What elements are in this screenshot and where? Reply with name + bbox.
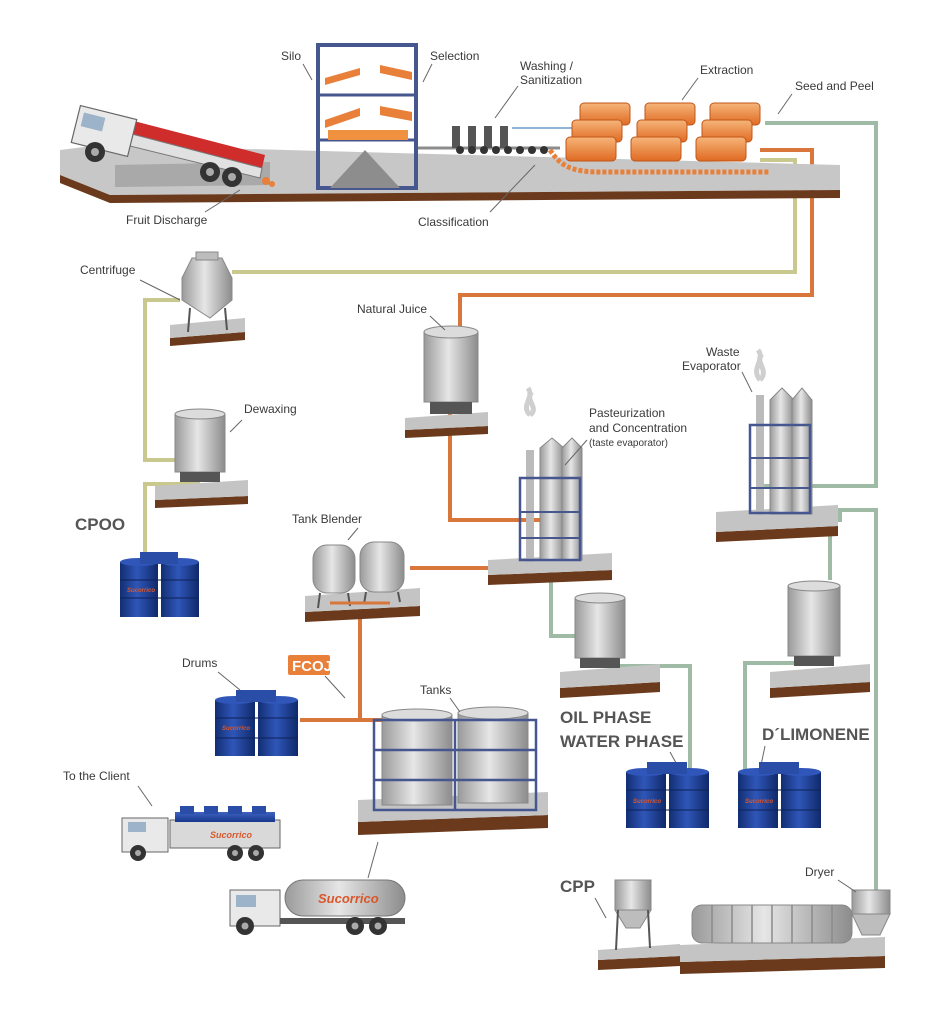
- client-truck-brand: Sucorrico: [210, 830, 253, 840]
- label-waste-1: Waste: [706, 345, 740, 359]
- label-extraction: Extraction: [700, 63, 753, 77]
- cpp-hopper-icon: [598, 879, 680, 970]
- washing-icon: [452, 126, 548, 154]
- label-silo: Silo: [281, 49, 301, 63]
- fcoj-drum-brand: Sucorrico: [222, 726, 250, 732]
- label-tanks: Tanks: [420, 683, 451, 697]
- top-labels: Silo Selection Washing / Sanitization Ex…: [126, 49, 874, 229]
- oil-drums-icon: Sucorrico: [626, 762, 709, 828]
- dlimonene-tank-icon: [770, 580, 870, 698]
- label-washing-1: Washing /: [520, 59, 574, 73]
- waste-evaporator-icon: [716, 348, 838, 542]
- juice-pipe: [300, 148, 814, 722]
- natural-juice-tank-icon: [405, 325, 488, 438]
- discharge-truck-icon: [70, 104, 275, 187]
- oil-drum-brand: Sucorrico: [633, 799, 661, 805]
- reception-area: [60, 43, 840, 203]
- silo-icon: [316, 43, 418, 190]
- fcoj-drums-icon: Sucorrico: [215, 690, 298, 756]
- label-centrifuge: Centrifuge: [80, 263, 136, 277]
- label-fruit-discharge: Fruit Discharge: [126, 213, 208, 227]
- tank-blender-icon: [305, 541, 420, 622]
- label-drums: Drums: [182, 656, 217, 670]
- dlimonene-drums-icon: Sucorrico: [738, 762, 821, 828]
- centrifuge-icon: [170, 251, 245, 346]
- label-natural-juice: Natural Juice: [357, 302, 427, 316]
- storage-tanks-icon: [358, 706, 548, 835]
- label-water-phase: WATER PHASE: [560, 732, 683, 751]
- label-oil-phase: OIL PHASE: [560, 708, 651, 727]
- dryer-icon: [680, 889, 891, 974]
- fcoj-badge: FCOJ: [288, 655, 332, 675]
- classification-chain: [547, 148, 770, 175]
- label-classification: Classification: [418, 215, 489, 229]
- cpoo-drums-icon: Sucorrico: [120, 552, 199, 617]
- extractor-icon: [565, 102, 761, 162]
- label-dewaxing: Dewaxing: [244, 402, 297, 416]
- label-waste-2: Evaporator: [682, 359, 741, 373]
- label-dlimonene: D´LIMONENE: [762, 725, 870, 744]
- dewaxing-tank-icon: [155, 408, 248, 508]
- label-to-client: To the Client: [63, 769, 130, 783]
- label-dryer: Dryer: [805, 865, 834, 879]
- label-fcoj: FCOJ: [292, 658, 332, 675]
- dlimonene-drum-brand: Sucorrico: [745, 799, 773, 805]
- tanker-truck-brand: Sucorrico: [318, 891, 379, 906]
- taste-evaporator-icon: [488, 386, 612, 585]
- client-truck-icon: Sucorrico: [121, 806, 281, 861]
- label-past-1: Pasteurization: [589, 406, 665, 420]
- label-seed-peel: Seed and Peel: [795, 79, 874, 93]
- cpoo-drum-brand: Sucorrico: [127, 588, 155, 594]
- label-selection: Selection: [430, 49, 479, 63]
- cream-pipe: [143, 158, 797, 555]
- label-tank-blender: Tank Blender: [292, 512, 362, 526]
- label-washing-2: Sanitization: [520, 73, 582, 87]
- label-cpoo: CPOO: [75, 515, 125, 534]
- label-past-3: (taste evaporator): [589, 438, 668, 449]
- oil-phase-tank-icon: [560, 592, 660, 698]
- label-past-2: and Concentration: [589, 421, 687, 435]
- label-cpp: CPP: [560, 877, 595, 896]
- tanker-truck-icon: Sucorrico: [229, 879, 406, 935]
